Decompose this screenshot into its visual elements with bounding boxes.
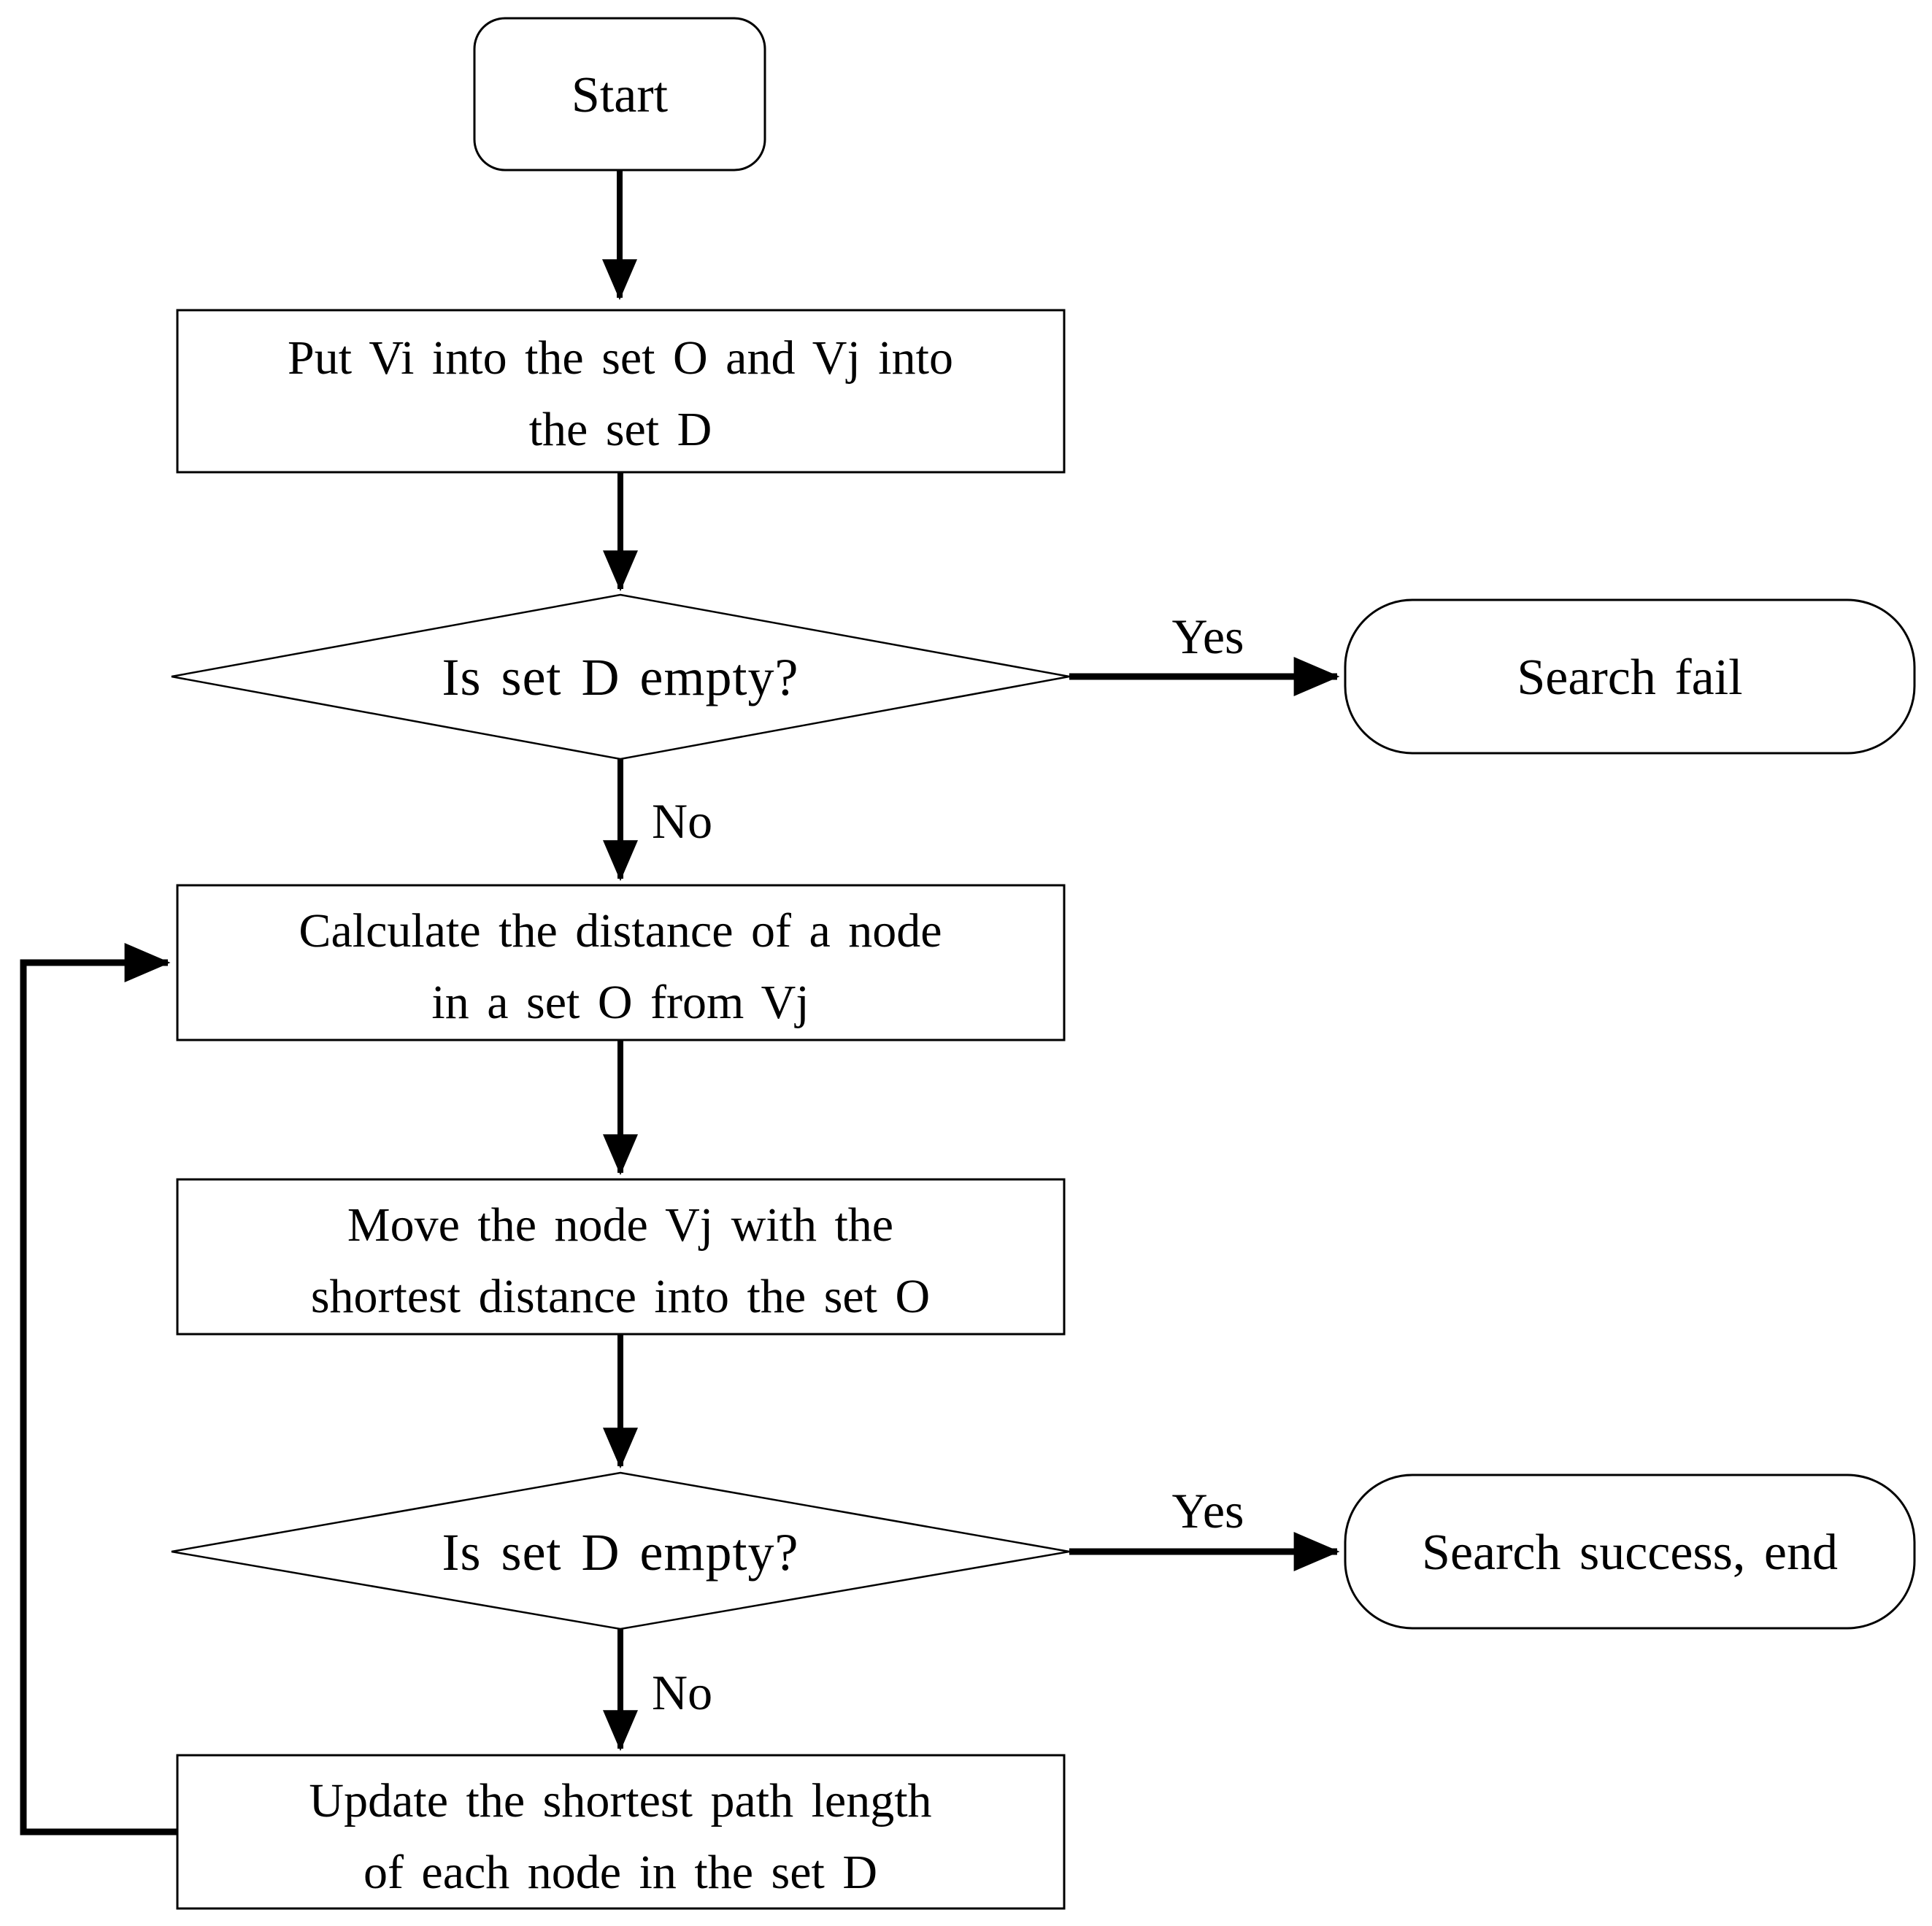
calculate-label-line1: Calculate the distance of a node bbox=[299, 904, 942, 958]
decision-2-diamond-shape bbox=[171, 1471, 1070, 1630]
move-node-label-line2: shortest distance into the set O bbox=[311, 1270, 930, 1323]
update-path-label-line1: Update the shortest path length bbox=[309, 1774, 931, 1827]
node-decision-2: Is set D empty? bbox=[171, 1471, 1070, 1630]
put-sets-label-line1: Put Vi into the set O and Vj into bbox=[288, 331, 953, 385]
node-calculate: Calculate the distance of a node in a se… bbox=[176, 884, 1066, 1041]
decision-2-label: Is set D empty? bbox=[442, 1523, 799, 1582]
put-sets-label-line2: the set D bbox=[529, 403, 712, 456]
node-move-node: Move the node Vj with the shortest dista… bbox=[176, 1178, 1066, 1336]
put-sets-process-shape bbox=[176, 309, 1066, 474]
search-success-terminator-shape bbox=[1344, 1474, 1916, 1630]
calculate-label-line2: in a set O from Vj bbox=[431, 976, 809, 1029]
search-success-label: Search success, end bbox=[1422, 1525, 1838, 1581]
move-node-process-shape bbox=[176, 1178, 1066, 1336]
edge-label-yes-2: Yes bbox=[1172, 1483, 1244, 1538]
edge-label-no-2: No bbox=[652, 1665, 712, 1720]
search-fail-label: Search fail bbox=[1517, 650, 1742, 706]
node-search-success: Search success, end bbox=[1344, 1474, 1916, 1630]
start-label: Start bbox=[571, 67, 669, 123]
update-path-process-shape bbox=[176, 1754, 1066, 1910]
move-node-label-line1: Move the node Vj with the bbox=[347, 1198, 893, 1252]
search-fail-terminator-shape bbox=[1344, 598, 1916, 755]
node-decision-1: Is set D empty? bbox=[171, 593, 1070, 760]
node-put-sets: Put Vi into the set O and Vj into the se… bbox=[176, 309, 1066, 474]
decision-1-label: Is set D empty? bbox=[442, 648, 799, 706]
node-update-path: Update the shortest path length of each … bbox=[176, 1754, 1066, 1910]
node-search-fail: Search fail bbox=[1344, 598, 1916, 755]
start-terminator-shape bbox=[473, 17, 766, 172]
update-path-label-line2: of each node in the set D bbox=[363, 1846, 877, 1899]
edge-label-no-1: No bbox=[652, 793, 712, 849]
calculate-process-shape bbox=[176, 884, 1066, 1041]
edge-label-yes-1: Yes bbox=[1172, 609, 1244, 664]
edge-update-to-calculate-loop bbox=[20, 943, 177, 1836]
node-start: Start bbox=[473, 17, 766, 172]
decision-1-diamond-shape bbox=[171, 593, 1070, 760]
